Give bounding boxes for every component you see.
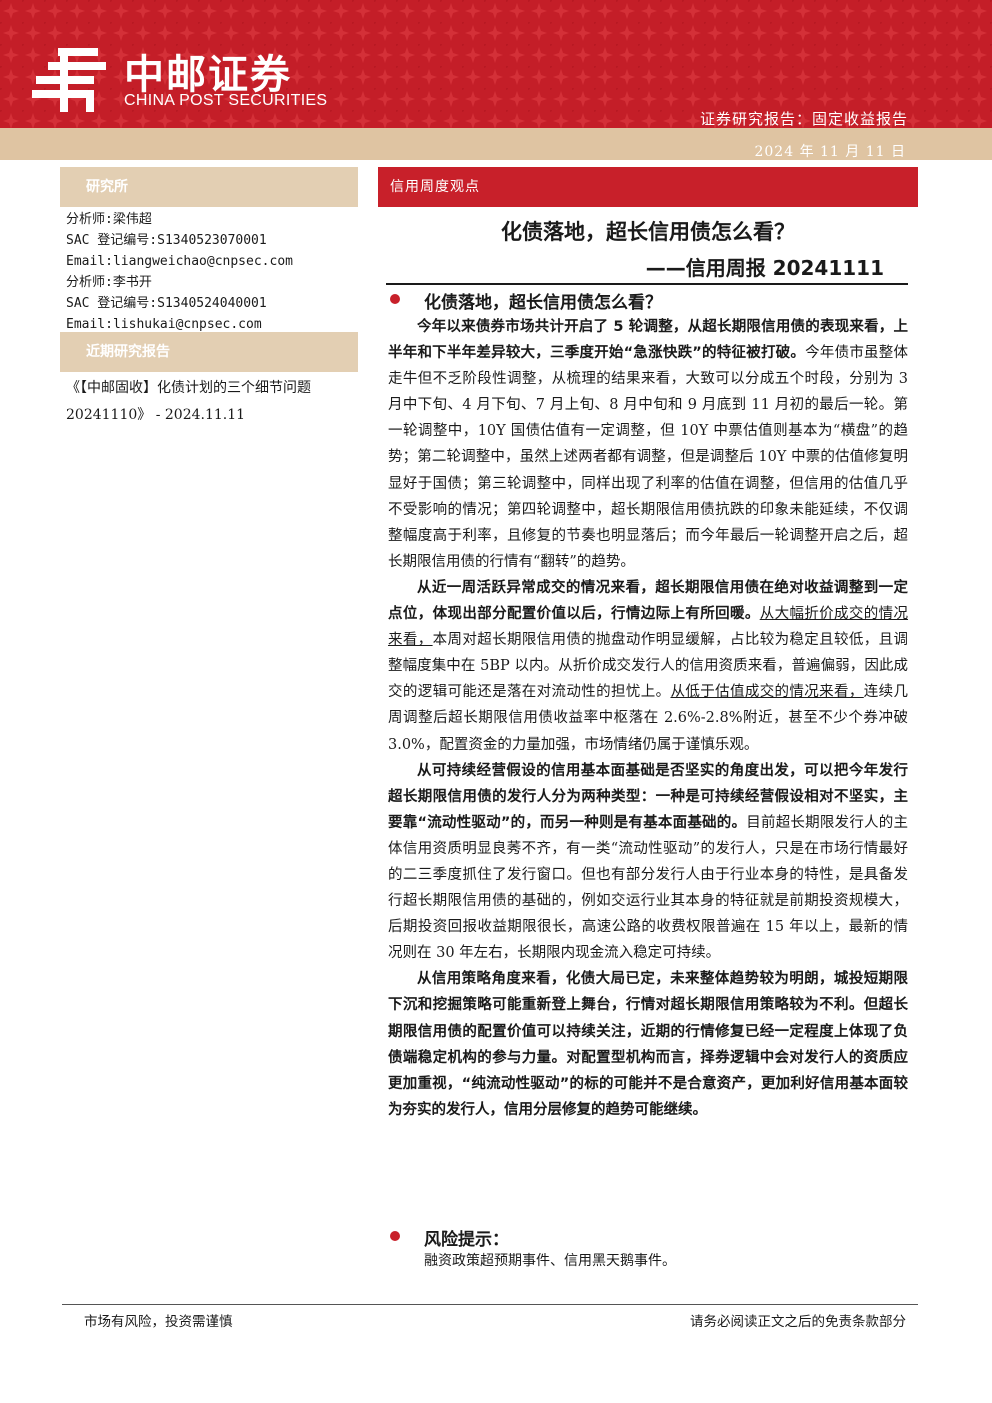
risk-text: 融资政策超预期事件、信用黑天鹅事件。 xyxy=(424,1253,676,1269)
company-logo: 中邮证券 CHINA POST SECURITIES xyxy=(30,40,360,120)
footer-risk-note: 市场有风险，投资需谨慎 xyxy=(84,1314,233,1330)
recent-report-link[interactable]: 《【中邮固收】化债计划的三个细节问题20241110》 - 2024.11.11 xyxy=(66,380,311,423)
analyst-line: 分析师:梁伟超 xyxy=(66,212,152,227)
paragraph-text: 目前超长期限发行人的主体信用资质明显良莠不齐，有一类“流动性驱动”的发行人，只是… xyxy=(388,814,909,962)
paragraph: 从近一周活跃异常成交的情况来看，超长期限信用债在绝对收益调整到一定点位，体现出部… xyxy=(388,575,908,758)
analyst-line: 分析师:李书开 xyxy=(66,275,152,290)
paragraph-text: 本周对超长期限信用债的抛盘动作明显缓解，占比较为稳定且较低，且调整幅度集中在 5… xyxy=(388,632,909,701)
footer-divider xyxy=(62,1304,918,1305)
title-divider xyxy=(386,283,908,285)
paragraph-lead: 从信用策略角度来看，化债大局已定，未来整体趋势较为明朗，城投短期限下沉和挖掘策略… xyxy=(388,971,908,1118)
section-heading: 化债落地，超长信用债怎么看？ xyxy=(424,293,662,313)
paragraph-lead: 从近一周活跃异常成交的情况来看，超长期限信用债在绝对收益调整到一定点位，体现出部… xyxy=(388,579,908,623)
analyst-email[interactable]: Email:lishukai@cnpsec.com xyxy=(66,317,262,332)
footer-disclaimer-note: 请务必阅读正文之后的免责条款部分 xyxy=(690,1314,906,1330)
paragraph-lead: 今年以来债券市场共计开启了 5 轮调整，从超长期限信用债的表现来看，上半年和下半… xyxy=(388,319,908,362)
bullet-icon xyxy=(390,294,400,304)
analyst-info: 分析师:梁伟超 SAC 登记编号:S1340523070001 Email:li… xyxy=(66,209,293,335)
recent-reports-heading: 近期研究报告 xyxy=(60,332,358,372)
bullet-icon xyxy=(390,1231,400,1241)
report-type: 证券研究报告：固定收益报告 xyxy=(699,110,908,128)
institute-heading: 研究所 xyxy=(60,167,358,207)
analyst-line: SAC 登记编号:S1340523070001 xyxy=(66,233,267,248)
logo-chinese-name: 中邮证券 xyxy=(124,52,292,98)
paragraph-text: 连续几周调整后超长期限信用债收益率中枢落在 2.6%-2.8%附近，甚至不少个券… xyxy=(388,684,909,753)
paragraph-text: 今年债市虽整体走牛但不乏阶段性调整，从梳理的结果来看，大致可以分成五个时段，分别… xyxy=(388,345,909,570)
paragraph: 从可持续经营假设的信用基本面基础是否坚实的角度出发，可以把今年发行超长期限信用债… xyxy=(388,758,908,967)
report-subtitle: ——信用周报 20241111 xyxy=(645,256,884,280)
risk-heading: 风险提示： xyxy=(424,1230,509,1250)
paragraph: 今年以来债券市场共计开启了 5 轮调整，从超长期限信用债的表现来看，上半年和下半… xyxy=(388,314,908,575)
china-post-logo-icon xyxy=(32,48,106,112)
header-banner: 中邮证券 CHINA POST SECURITIES 证券研究报告：固定收益报告 xyxy=(0,0,992,128)
report-date: 2024 年 11 月 11 日 xyxy=(754,144,906,160)
analyst-line: SAC 登记编号:S1340524040001 xyxy=(66,296,267,311)
underlined-phrase: 从低于估值成交的情况来看， xyxy=(670,684,864,701)
underlined-phrase: 从大幅折价成交的情况来看， xyxy=(388,606,909,649)
paragraph-lead: 从可持续经营假设的信用基本面基础是否坚实的角度出发，可以把今年发行超长期限信用债… xyxy=(388,762,908,831)
report-title: 化债落地，超长信用债怎么看？ xyxy=(501,220,795,244)
report-body: 今年以来债券市场共计开启了 5 轮调整，从超长期限信用债的表现来看，上半年和下半… xyxy=(388,314,908,1123)
paragraph: 从信用策略角度来看，化债大局已定，未来整体趋势较为明朗，城投短期限下沉和挖掘策略… xyxy=(388,966,908,1123)
analyst-email[interactable]: Email:liangweichao@cnpsec.com xyxy=(66,254,293,269)
date-band xyxy=(0,128,992,160)
banner-pattern xyxy=(0,0,992,128)
logo-english-name: CHINA POST SECURITIES xyxy=(124,92,328,109)
section-label: 信用周度观点 xyxy=(378,167,918,207)
